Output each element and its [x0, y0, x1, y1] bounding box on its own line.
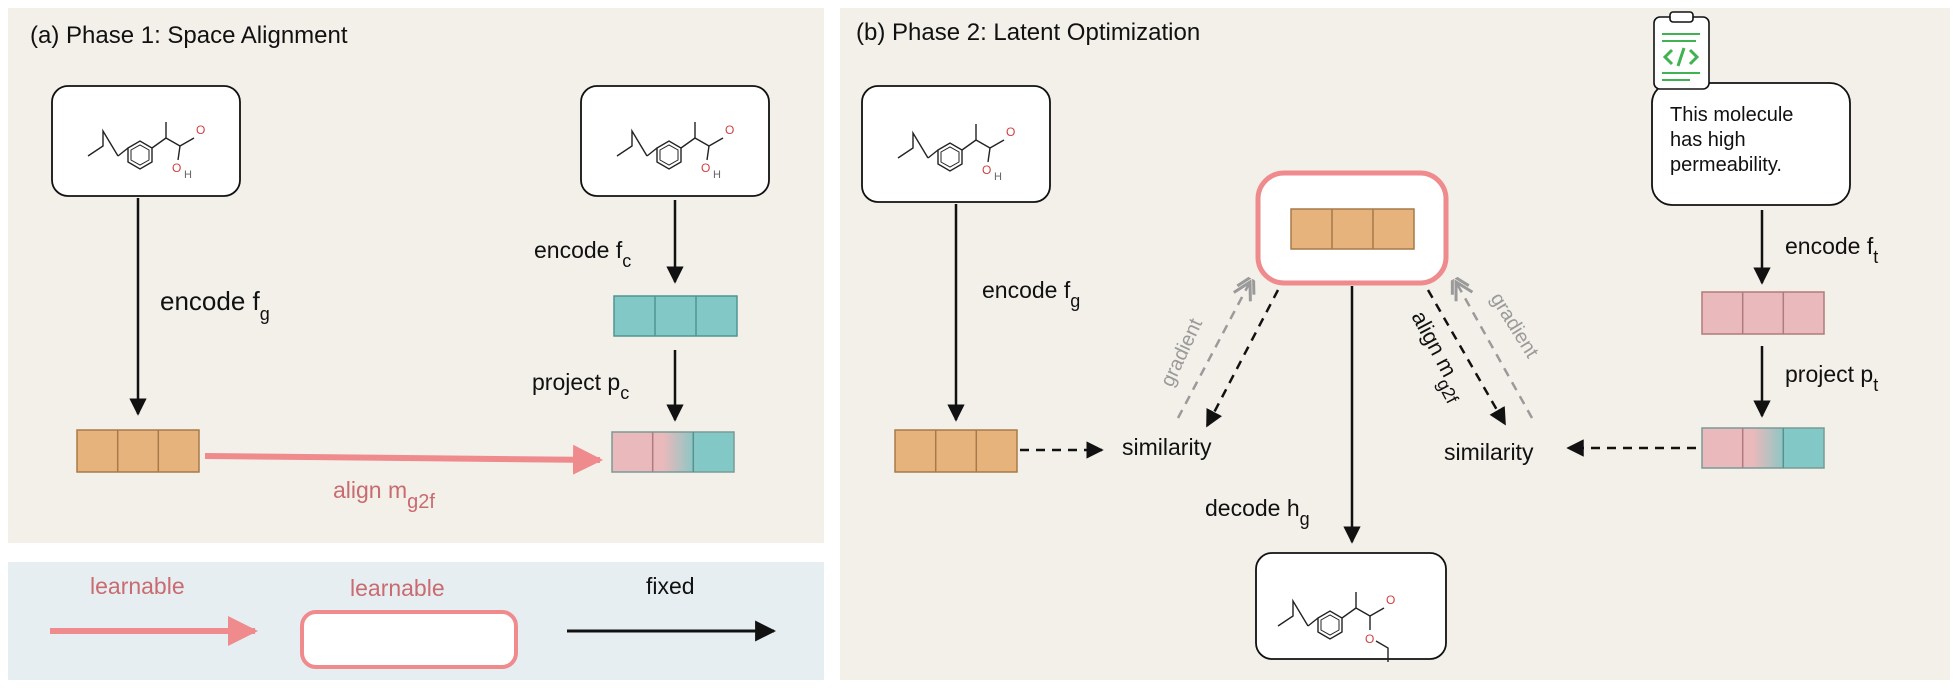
svg-text:O: O: [982, 163, 991, 177]
svg-text:O: O: [172, 161, 181, 175]
projected-vector-b: [1701, 427, 1825, 469]
svg-text:H: H: [713, 169, 721, 181]
gradient-arrow-left: [1176, 282, 1250, 419]
output-molecule-graph: O O: [1255, 552, 1447, 662]
panel-a-title: (a) Phase 1: Space Alignment: [30, 22, 348, 49]
label-similarity-right: similarity: [1444, 439, 1534, 465]
label-project-pc: project pc: [532, 369, 629, 403]
label-align-a: align mg2f: [333, 477, 435, 513]
legend-learnable-box-label: learnable: [350, 575, 445, 601]
label-encode-fc: encode fc: [534, 237, 631, 271]
projected-vector-a: [611, 431, 735, 473]
legend-learnable-arrow-label: learnable: [90, 573, 185, 599]
label-encode-fg-a: encode fg: [160, 286, 270, 324]
text-prompt-line-3: permeability.: [1670, 154, 1782, 176]
legend-fixed-label: fixed: [646, 573, 695, 599]
legend-learnable-box: [300, 610, 518, 669]
text-prompt-box: This molecule has high permeability.: [1651, 82, 1851, 206]
label-decode-hg: decode hg: [1205, 495, 1310, 529]
svg-text:O: O: [701, 161, 710, 175]
gradient-arrow-right: [1456, 282, 1534, 419]
label-similarity-left: similarity: [1122, 434, 1212, 460]
text-latent-vector: [1701, 291, 1825, 335]
learnable-latent-box: [1255, 170, 1449, 286]
molecule-graph-a2: O O H: [580, 85, 770, 197]
molecule-graph-a1: O O H: [51, 85, 241, 197]
svg-text:O: O: [1365, 632, 1374, 646]
graph-latent-vector-a: [76, 429, 200, 473]
legend: learnable learnable fixed: [8, 562, 824, 680]
learnable-align-arrow-a: [204, 444, 603, 475]
chemical-latent-vector: [613, 295, 738, 337]
arrow-latent-to-similarity-right: [1426, 289, 1507, 426]
text-prompt-line-1: This molecule: [1670, 104, 1793, 126]
label-project-pt: project pt: [1785, 361, 1878, 395]
svg-text:O: O: [1386, 593, 1395, 607]
label-encode-ft: encode ft: [1785, 233, 1878, 267]
svg-text:H: H: [994, 171, 1002, 183]
panel-b: (b) Phase 2: Latent Optimization O O H e…: [840, 8, 1950, 680]
panel-b-title: (b) Phase 2: Latent Optimization: [856, 19, 1200, 46]
svg-text:O: O: [196, 123, 205, 137]
clipboard-code-icon: [1653, 11, 1710, 90]
svg-text:H: H: [184, 169, 192, 181]
svg-text:O: O: [725, 123, 734, 137]
panel-a: (a) Phase 1: Space Alignment O O H encod…: [8, 8, 824, 543]
label-encode-fg-b: encode fg: [982, 277, 1080, 311]
graph-latent-vector-b: [894, 429, 1018, 473]
text-prompt-line-2: has high: [1670, 129, 1746, 151]
molecule-graph-b: O O H: [861, 85, 1051, 203]
svg-text:O: O: [1006, 125, 1015, 139]
